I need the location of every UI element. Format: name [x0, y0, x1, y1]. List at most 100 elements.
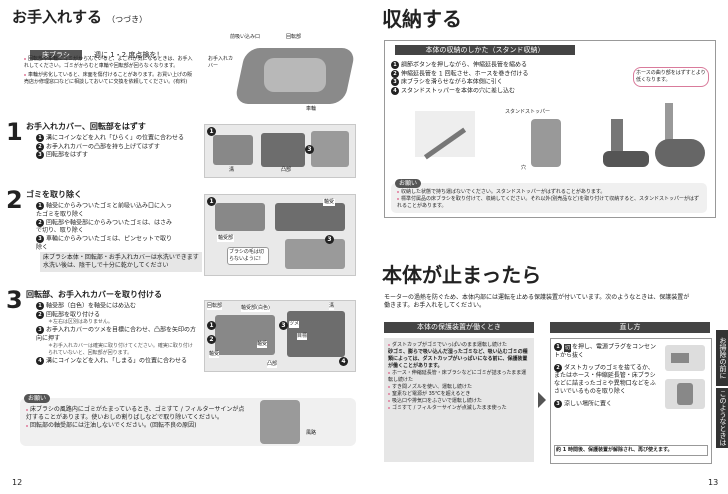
- caution-text: 床ブラシの風路内にゴミがたまっているとき、ゴミすて / フィルターサインが点灯す…: [26, 406, 245, 421]
- bullet-icon: [24, 57, 26, 60]
- power-off-icon: 切: [564, 343, 572, 352]
- dustcup-shape: [677, 383, 693, 405]
- side-tab-troubleshooting[interactable]: このようなときは: [716, 388, 728, 448]
- protect-item-text: 窒素など電源が 35℃を超えるとき: [392, 391, 471, 397]
- circle-number-icon: 2: [554, 363, 562, 372]
- protect-item: ホース・伸縮延長管・床ブラシなどにゴミが詰まったまま運転し続けた: [388, 370, 530, 384]
- bullet-icon: [26, 408, 28, 411]
- intro-item: 回転部や車輪にゴミがからんでいると、よごれが気になるときは、お手入れしてください…: [24, 56, 194, 70]
- intro-text: 車輪が劣化していると、床面を傷付けることがあります。お買い上げの販売店か修理窓口…: [24, 72, 193, 85]
- store-item-text: 伸縮延長管を 1 回転させ、ホースを巻き付ける: [401, 70, 529, 77]
- step-title: 回転部、お手入れカバーを取り付ける: [26, 290, 162, 299]
- step-number: 2: [6, 186, 23, 214]
- dustcup-figure: [665, 379, 705, 409]
- photo-object: [287, 311, 345, 357]
- circle-number-icon: 1: [207, 197, 216, 206]
- bullet-icon: [388, 371, 390, 374]
- step-item-text: 軸受部（白色）を軸受にはめ込む: [46, 302, 137, 310]
- protect-item-text: ダストカップがゴミでいっぱいのまま運転し続けた: [392, 342, 508, 348]
- brush-roller-shape: [264, 58, 326, 92]
- protect-item: ゴミすて / フィルターサインが点滅したまま使った: [388, 405, 530, 412]
- circle-number-icon: 1: [36, 134, 44, 142]
- side-tab-before-cleaning[interactable]: お掃除の前に: [716, 330, 728, 386]
- photo-object: [285, 239, 345, 269]
- fix-item-text: 涼しい場所に置く: [564, 400, 613, 408]
- bullet-icon: [26, 424, 28, 427]
- left-page: お手入れする （つづき） 床ブラシ …週に 1・2 度点検を！ 回転部や車輪にゴ…: [6, 8, 358, 487]
- fig-label: 軸受部(白色): [241, 305, 270, 312]
- protect-item: 窒素など電源が 35℃を超えるとき: [388, 391, 530, 398]
- circle-number-icon: 3: [554, 400, 562, 408]
- protect-item-text: ホース・伸縮延長管・床ブラシなどにゴミが詰まったまま運転し続けた: [388, 370, 527, 383]
- circle-number-icon: 1: [36, 202, 44, 210]
- fig-label: 凸部: [281, 167, 292, 173]
- store-item-text: 調節ボタンを押しながら、伸縮延長管を縮める: [401, 61, 528, 69]
- store-caution-box: お願い 収納した状態で持ち運ばないでください。スタンドストッパーがはずれることが…: [391, 179, 707, 213]
- step1-photo: 1 3 溝 凸部: [204, 124, 356, 178]
- circle-number-icon: 3: [36, 151, 44, 159]
- fig-label: ツメ: [289, 321, 300, 328]
- circle-number-icon: 1: [554, 343, 562, 351]
- intro-item: 車輪が劣化していると、床面を傷付けることがあります。お買い上げの販売店か修理窓口…: [24, 72, 194, 86]
- fig-label: 凸部: [267, 361, 278, 368]
- store-fig-1: [415, 111, 475, 160]
- step-item-text: 軸受にからみついたゴミと前吸い込み口に入ったゴミを取り除く: [36, 202, 173, 218]
- photo-object: [261, 133, 305, 167]
- section-header: 床ブラシ …週に 1・2 度点検を！: [30, 42, 163, 61]
- page-number: 13: [708, 478, 719, 487]
- circle-number-icon: 3: [36, 326, 44, 334]
- step-item-text: 車輪にからみついたゴミは、ピンセットで取り除く: [36, 235, 173, 251]
- circle-number-icon: 2: [36, 218, 44, 227]
- circle-number-icon: 3: [305, 145, 314, 154]
- brush-figure: 前吸い込み口 回転部 お手入れカバー 車輪: [198, 34, 358, 116]
- photo-object: [215, 315, 275, 355]
- fig-label: ブラシの毛は切らないように!: [227, 247, 269, 265]
- caution-label: お願い: [395, 179, 422, 188]
- circle-number-icon: 2: [36, 142, 44, 151]
- protect-item-text: ゴミすて / フィルターサインが点滅したまま使った: [392, 405, 507, 411]
- circle-number-icon: 1: [207, 127, 216, 136]
- caution-item: 標準付属品の床ブラシを取り付けて、収納してください。それ以外(別売品など)を取り…: [397, 196, 703, 210]
- fig-label: 風路: [306, 430, 317, 436]
- protect-item-text: 砂ゴミ、膨らで吸い込んだ湿ったゴミなど、吸い込むゴミの種類によっては、ダストカッ…: [388, 349, 528, 369]
- fig-label: 穴: [521, 165, 527, 171]
- caution-box: お願い 床ブラシの風路内にゴミがたまっているとき、ゴミすて / フィルターサイン…: [20, 394, 356, 446]
- store-title: 収納する: [382, 7, 462, 31]
- circle-number-icon: 2: [207, 335, 216, 344]
- protect-item: 砂ゴミ、膨らで吸い込んだ湿ったゴミなど、吸い込むゴミの種類によっては、ダストカッ…: [388, 349, 530, 370]
- bullet-icon: [388, 399, 390, 402]
- step-item-text: 回転部を取り付ける: [46, 311, 101, 318]
- fig-label: 前吸い込み口: [230, 34, 261, 40]
- fig-label: お手入れカバー: [208, 56, 234, 69]
- fig-label: 溝: [229, 167, 235, 173]
- fig-label: スタンドストッパー: [505, 109, 551, 115]
- photo-object: [275, 203, 345, 231]
- circle-number-icon: 1: [207, 321, 216, 330]
- step2-photo: 1 3 軸受 軸受部 ブラシの毛は切らないように!: [204, 194, 356, 276]
- intro-text: 回転部や車輪にゴミがからんでいると、よごれが気になるときは、お手入れしてください…: [24, 56, 193, 69]
- plug-shape: [671, 353, 689, 363]
- subnote-text: お手入れカバーは確実に取り付けてください。確実に取り付けられていないと、回転部が…: [48, 342, 193, 356]
- store-side-note: ホースの曲り部をはずすとより低くなります。: [633, 67, 709, 87]
- photo-object: [311, 131, 349, 167]
- step-title: ゴミを取り除く: [26, 190, 82, 199]
- photo-object: [213, 135, 253, 165]
- fig-label: 溝: [329, 303, 335, 310]
- circle-number-icon: 1: [36, 302, 44, 310]
- step-item-text: お手入れカバーのツメを目標に合わせ、凸部を矢印の方向に押す: [36, 326, 197, 342]
- protect-item: ダストカップがゴミでいっぱいのまま運転し続けた: [388, 342, 530, 349]
- bullet-icon: [388, 406, 390, 409]
- step-subnote: ＊お手入れカバーは確実に取り付けてください。確実に取り付けられていないと、回転部…: [48, 342, 193, 356]
